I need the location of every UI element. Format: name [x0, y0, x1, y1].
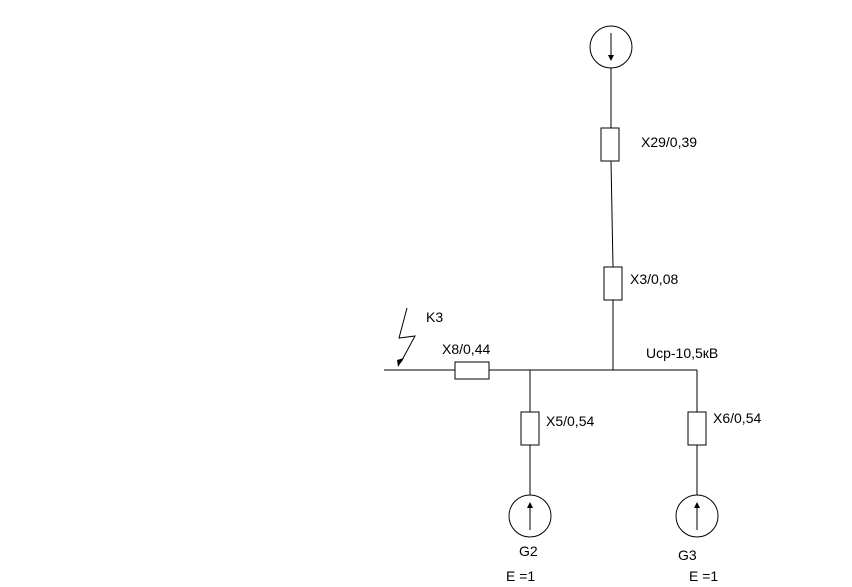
fault-lightning-icon — [397, 307, 416, 367]
system-source — [589, 25, 633, 69]
generator-g2-circle — [508, 494, 552, 538]
reactance-x6 — [687, 411, 707, 446]
generator-g3-circle — [675, 494, 719, 538]
reactance-x5 — [520, 411, 540, 446]
label-x3: X3/0,08 — [630, 271, 678, 287]
generator-g3 — [675, 494, 719, 538]
upward-arrowhead-icon — [527, 502, 533, 508]
label-x8: X8/0,44 — [442, 341, 490, 357]
upward-arrowhead-icon — [694, 502, 700, 508]
label-fault: K3 — [426, 309, 443, 325]
reactance-x8 — [454, 361, 490, 380]
reactance-x3 — [603, 266, 623, 301]
label-bus-voltage: Ucp-10,5кВ — [646, 345, 718, 361]
label-g3-name: G3 — [678, 547, 697, 563]
label-x5: X5/0,54 — [546, 413, 594, 429]
wire-x29-to-x3 — [610, 160, 614, 268]
label-g3-emf: E =1 — [689, 568, 718, 584]
label-g2-name: G2 — [519, 543, 538, 559]
label-g2-emf: E =1 — [506, 568, 535, 584]
label-x6: X6/0,54 — [713, 410, 761, 426]
label-x29: X29/0,39 — [641, 134, 697, 150]
reactance-x29 — [600, 127, 620, 162]
downward-arrowhead-icon — [608, 55, 614, 61]
generator-g2 — [508, 494, 552, 538]
